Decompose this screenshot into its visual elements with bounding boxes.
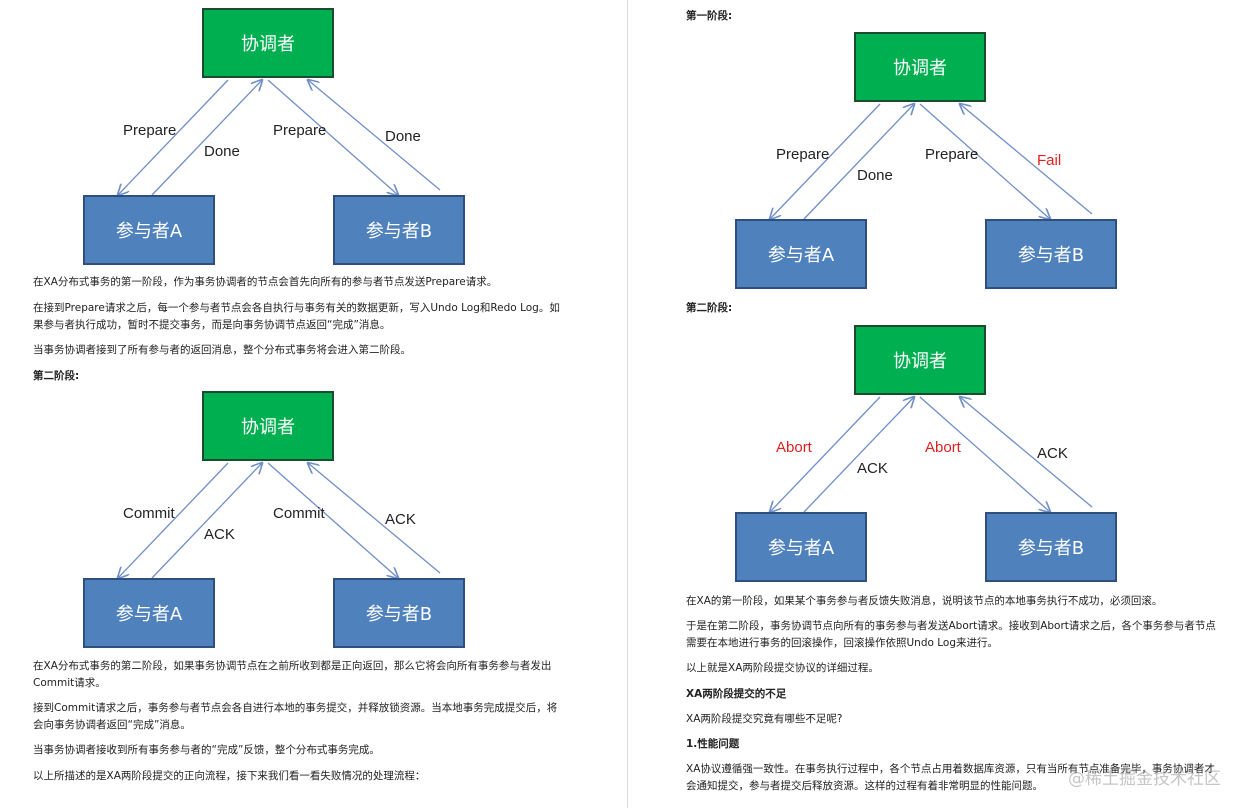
arrow-label: Done bbox=[204, 143, 240, 160]
paragraph: 当事务协调者接到了所有参与者的返回消息，整个分布式事务将会进入第二阶段。 bbox=[33, 344, 411, 356]
arrow-label: ACK bbox=[857, 460, 888, 477]
paragraph: 会向事务协调者返回“完成”消息。 bbox=[33, 719, 191, 731]
section-heading: 第二阶段: bbox=[686, 302, 733, 314]
section-heading: 1.性能问题 bbox=[686, 738, 740, 750]
coordinator-box: 协调者 bbox=[202, 8, 334, 78]
paragraph: 以上所描述的是XA两阶段提交的正向流程，接下来我们看一看失败情况的处理流程： bbox=[33, 770, 426, 782]
paragraph: Commit请求。 bbox=[33, 677, 106, 689]
paragraph: 在XA的第一阶段，如果某个事务参与者反馈失败消息，说明该节点的本地事务执行不成功… bbox=[686, 595, 1163, 607]
participant-a-box: 参与者A bbox=[735, 219, 867, 289]
arrow-label: Prepare bbox=[273, 122, 327, 139]
arrow-label: Commit bbox=[123, 505, 175, 522]
coordinator-box: 协调者 bbox=[202, 391, 334, 461]
arrow-label: ACK bbox=[1037, 445, 1068, 462]
arrow-label: Prepare bbox=[123, 122, 177, 139]
paragraph: 以上就是XA两阶段提交协议的详细过程。 bbox=[686, 662, 879, 674]
section-heading: XA两阶段提交的不足 bbox=[686, 688, 787, 700]
arrow-label-abort: Abort bbox=[925, 439, 961, 456]
arrow-label: Done bbox=[385, 128, 421, 145]
arrow-fail-b bbox=[960, 104, 1093, 215]
paragraph: XA两阶段提交究竟有哪些不足呢? bbox=[686, 713, 843, 725]
participant-a-box: 参与者A bbox=[83, 195, 215, 265]
arrow-label: ACK bbox=[385, 511, 416, 528]
paragraph: 在接到Prepare请求之后，每一个参与者节点会各自执行与事务有关的数据更新，写… bbox=[33, 302, 560, 314]
column-divider bbox=[627, 0, 628, 808]
paragraph: 果参与者执行成功，暂时不提交事务，而是向事务协调节点返回“完成”消息。 bbox=[33, 319, 391, 331]
arrow-label: Commit bbox=[273, 505, 325, 522]
arrow-ack-a bbox=[803, 397, 914, 513]
participant-b-box: 参与者B bbox=[333, 195, 465, 265]
paragraph: 会通知提交，参与者提交后释放资源。这样的过程有着非常明显的性能问题。 bbox=[686, 780, 1043, 792]
coordinator-box: 协调者 bbox=[854, 325, 986, 395]
participant-a-box: 参与者A bbox=[735, 512, 867, 582]
participant-a-box: 参与者A bbox=[83, 578, 215, 648]
arrow-label-fail: Fail bbox=[1037, 152, 1062, 169]
paragraph: 于是在第二阶段，事务协调节点向所有的事务参与者发送Abort请求。接收到Abor… bbox=[686, 620, 1216, 632]
participant-b-box: 参与者B bbox=[333, 578, 465, 648]
arrow-label: ACK bbox=[204, 526, 235, 543]
arrow-label-abort: Abort bbox=[776, 439, 812, 456]
arrow-ack-b bbox=[308, 463, 441, 574]
paragraph: 当事务协调者接收到所有事务参与者的“完成”反馈，整个分布式事务完成。 bbox=[33, 744, 380, 756]
coordinator-box: 协调者 bbox=[854, 32, 986, 102]
paragraph: 需要在本地进行事务的回滚操作，回滚操作依照Undo Log来进行。 bbox=[686, 637, 999, 649]
paragraph: 接到Commit请求之后，事务参与者节点会各自进行本地的事务提交，并释放锁资源。… bbox=[33, 702, 558, 714]
arrow-label: Done bbox=[857, 167, 893, 184]
paragraph: 在XA分布式事务的第一阶段，作为事务协调者的节点会首先向所有的参与者节点发送Pr… bbox=[33, 276, 498, 288]
section-heading: 第一阶段: bbox=[686, 10, 733, 22]
paragraph: XA协议遵循强一致性。在事务执行过程中，各个节点占用着数据库资源，只有当所有节点… bbox=[686, 763, 1215, 775]
paragraph: 在XA分布式事务的第二阶段，如果事务协调节点在之前所收到都是正向返回，那么它将会… bbox=[33, 660, 552, 672]
participant-b-box: 参与者B bbox=[985, 219, 1117, 289]
participant-b-box: 参与者B bbox=[985, 512, 1117, 582]
arrow-ack-b bbox=[960, 397, 1093, 508]
watermark: @稀土掘金技术社区 bbox=[1068, 769, 1221, 789]
arrow-label: Prepare bbox=[776, 146, 830, 163]
section-heading: 第二阶段: bbox=[33, 370, 80, 382]
arrow-label: Prepare bbox=[925, 146, 979, 163]
